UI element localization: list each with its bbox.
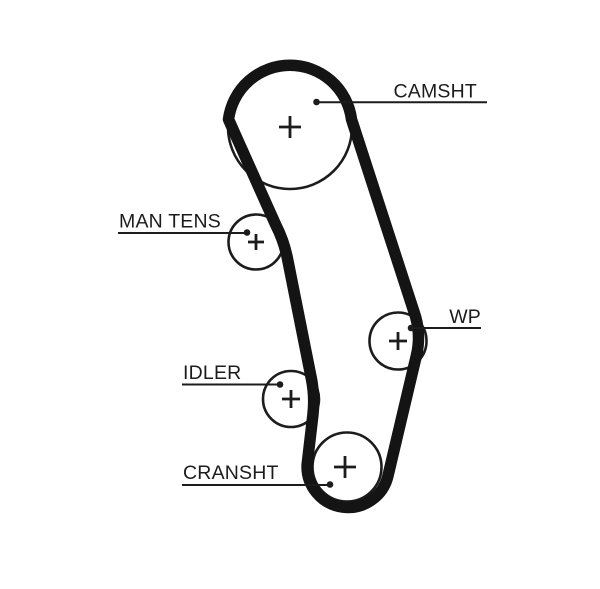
manual-tensioner-label: MAN TENS [119, 211, 221, 233]
idler-center-cross-icon [282, 390, 300, 408]
pulley-center-markers [248, 116, 407, 478]
crankshaft-leader-dot [326, 481, 334, 488]
manual-tensioner-callout: MAN TENS [118, 211, 251, 236]
crankshaft-center-cross-icon [334, 456, 356, 478]
idler-label: IDLER [183, 362, 241, 384]
camshaft-leader-dot [313, 98, 320, 106]
labels: CAMSHT MAN TENS WP IDLER CRANSHT [118, 81, 487, 488]
crankshaft-callout: CRANSHT [182, 462, 334, 488]
idler-leader-dot [276, 381, 284, 388]
camshaft-label: CAMSHT [393, 81, 477, 103]
timing-belt [222, 59, 425, 514]
manual-tensioner-leader-dot [243, 229, 251, 236]
water-pump-label: WP [449, 306, 481, 328]
idler-callout: IDLER [182, 362, 284, 388]
crankshaft-label: CRANSHT [183, 462, 279, 484]
water-pump-leader-dot [407, 324, 415, 332]
camshaft-callout: CAMSHT [313, 81, 487, 106]
water-pump-callout: WP [407, 306, 481, 332]
manual-tensioner-center-cross-icon [248, 234, 264, 250]
water-pump-center-cross-icon [389, 332, 407, 350]
camshaft-center-cross-icon [279, 116, 301, 138]
